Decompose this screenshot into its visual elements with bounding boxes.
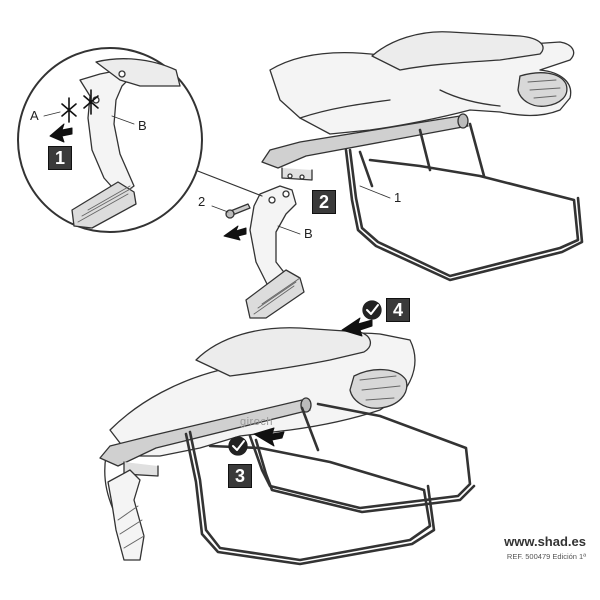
reference-code: REF. 500479 Edición 1ª [506, 552, 586, 561]
label-part-b: B [304, 226, 313, 241]
arrow-push-mid-icon [223, 225, 247, 241]
website-url: www.shad.es [504, 534, 586, 549]
footrest-bottom [107, 469, 145, 561]
label-part-1: 1 [394, 190, 402, 205]
inset-footrest-bracket [71, 58, 181, 229]
screw-2-icon [225, 203, 251, 219]
label-leaders [43, 111, 391, 235]
label-inset-b: B [138, 118, 147, 133]
step-badge-4: 4 [386, 298, 410, 322]
footrest-middle [245, 185, 305, 319]
motorcycle-rear-top [269, 31, 575, 135]
step-badge-2: 2 [312, 190, 336, 214]
watermark: giroch [240, 416, 273, 428]
check-arrow-3-icon [228, 427, 285, 456]
step-badge-3: 3 [228, 464, 252, 488]
saddlebag-frame-top [344, 122, 584, 282]
label-a: A [30, 108, 39, 123]
saddlebag-frames-bottom [184, 402, 476, 566]
arrow-remove-icon [49, 123, 73, 143]
inset-leader-line [189, 167, 263, 197]
remove-cross-icon [61, 89, 99, 123]
label-part-2: 2 [198, 194, 206, 209]
step-badge-1: 1 [48, 146, 72, 170]
check-arrow-4-icon [341, 300, 382, 337]
motorcycle-rear-bottom [104, 327, 416, 521]
rack-bar-top [261, 113, 469, 181]
